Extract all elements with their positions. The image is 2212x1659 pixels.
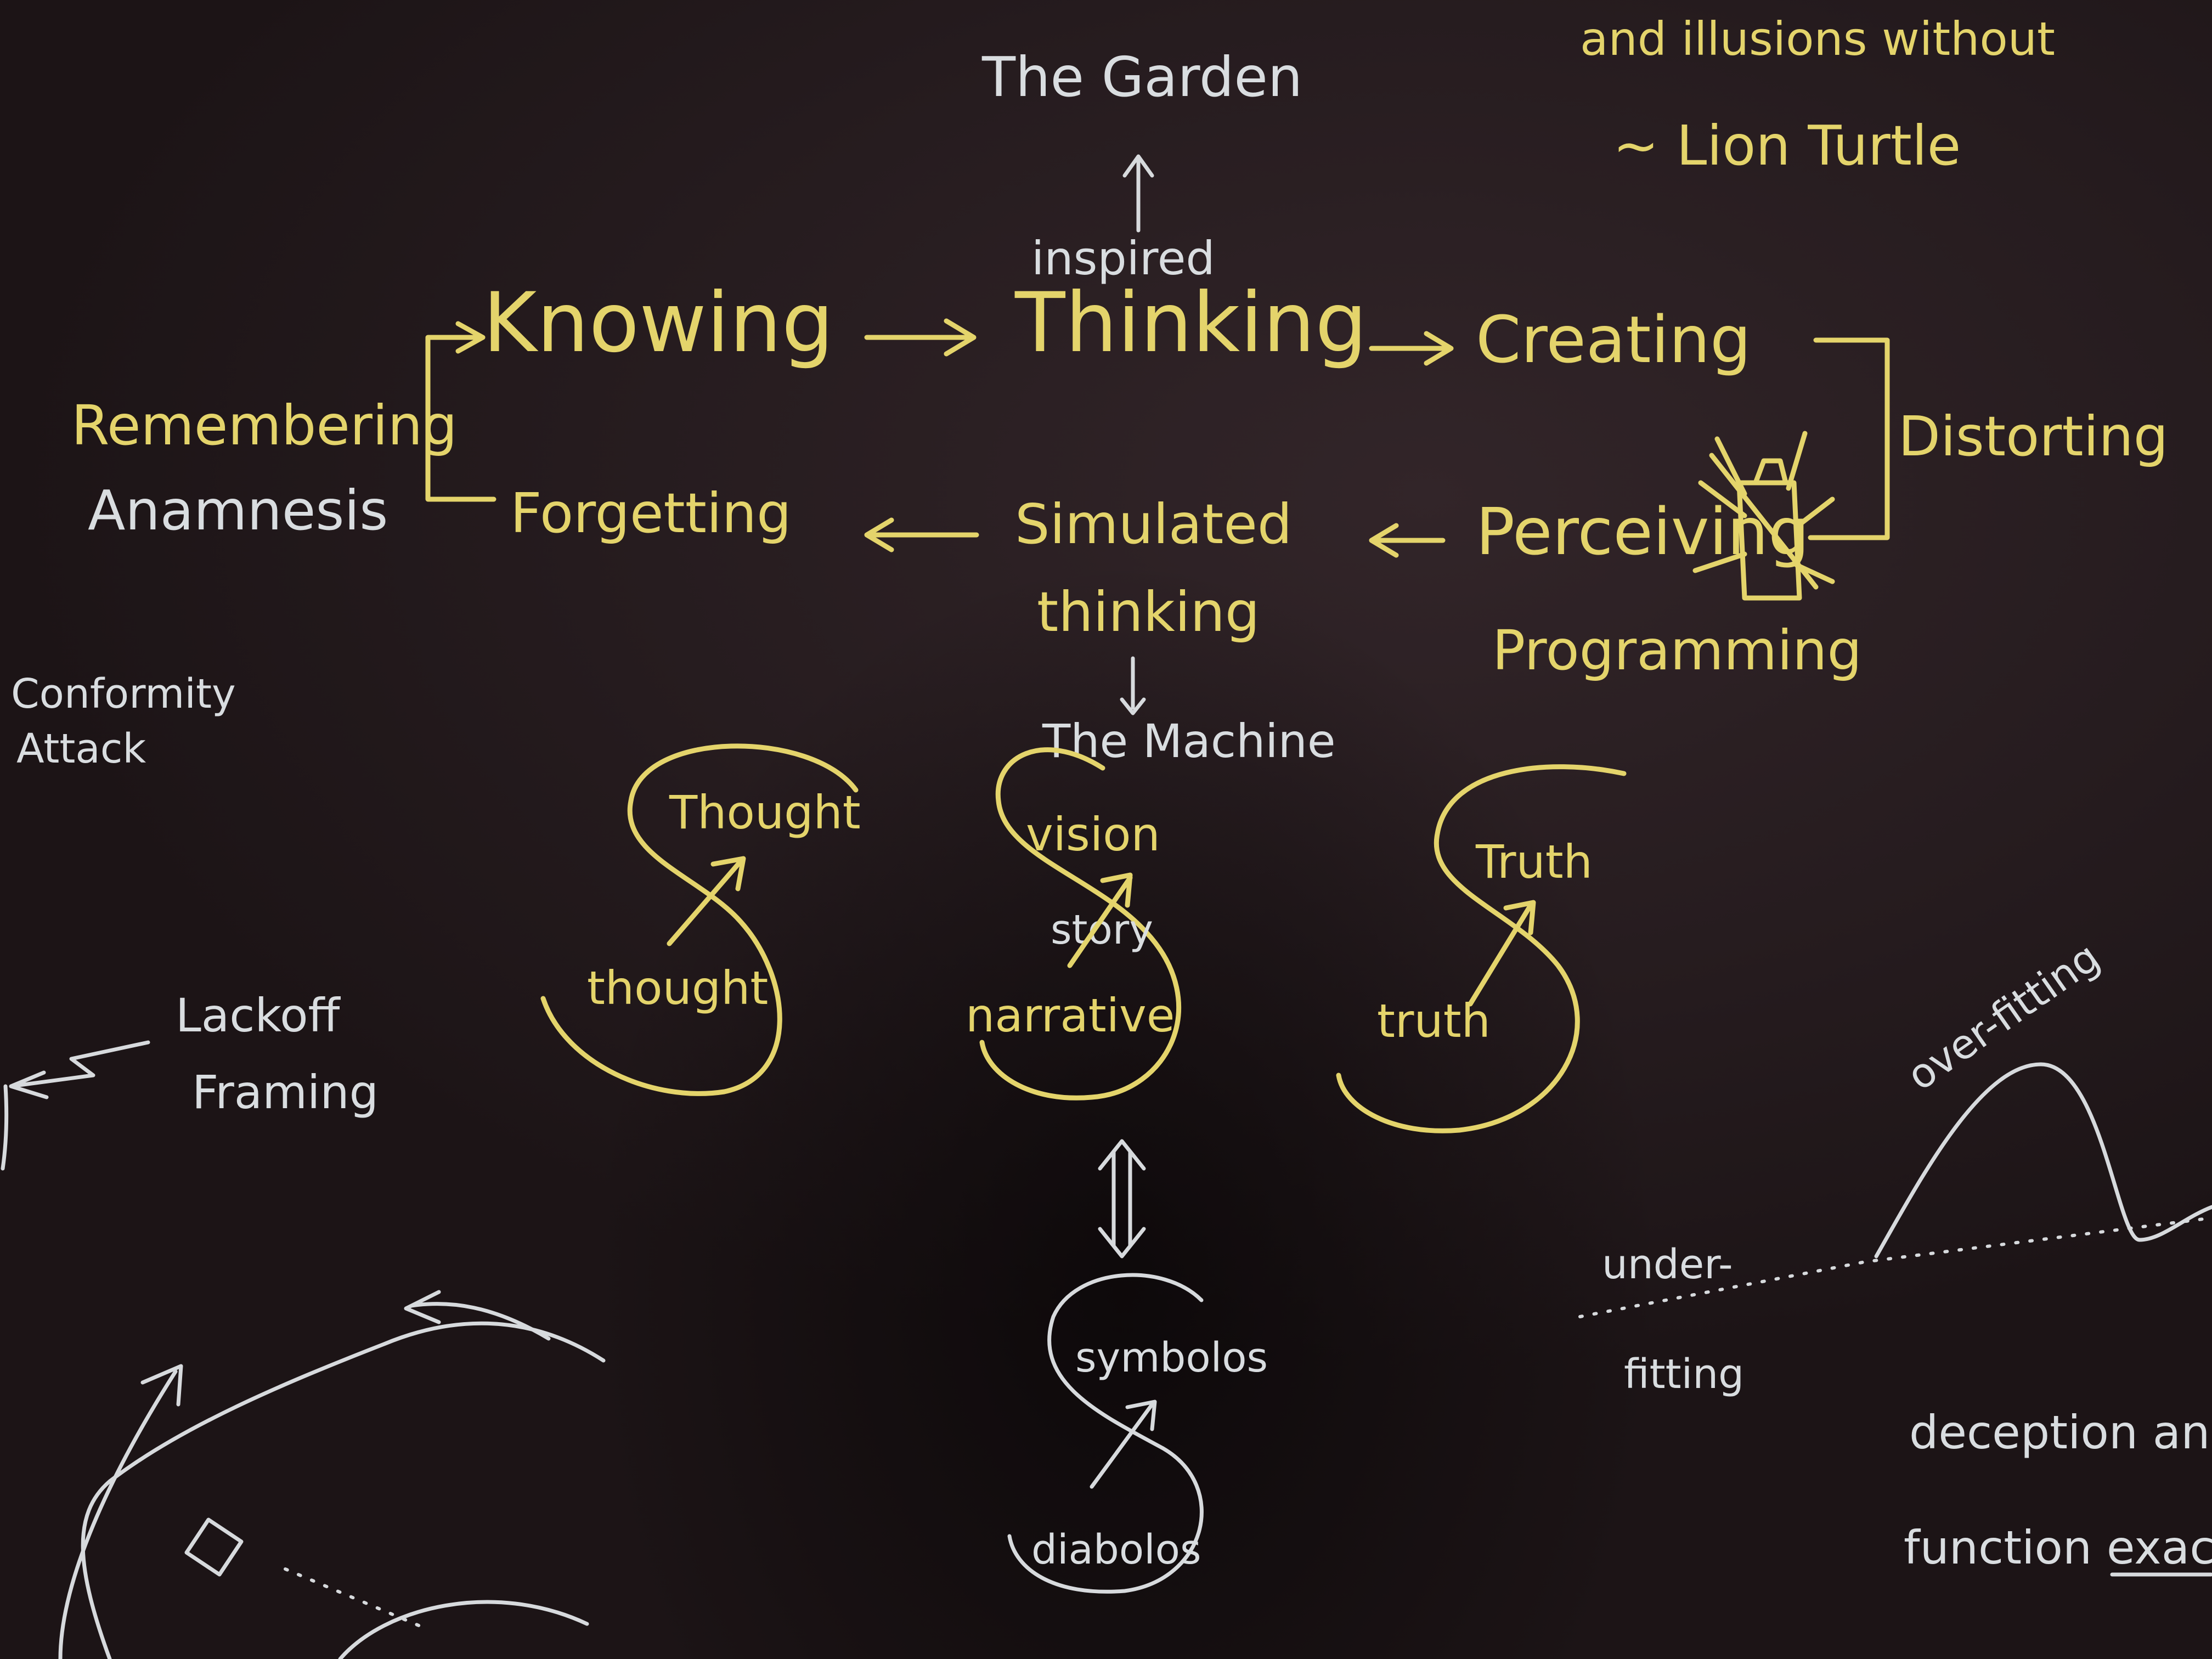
arrow-knowing-thinking-icon [864, 318, 977, 357]
double-arrow-icon [1098, 1139, 1146, 1259]
arrow-perceiving-simulated-icon [1369, 523, 1446, 558]
forgetting-label: Forgetting [510, 481, 792, 545]
arrow-to-garden-icon [1122, 154, 1154, 233]
diabolos-label: diabolos [1031, 1526, 1201, 1573]
remembering-bracket [425, 335, 496, 502]
story-label: story [1051, 906, 1153, 953]
thought-lower-label: thought [587, 961, 768, 1015]
arrow-symbolos-icon [1090, 1400, 1157, 1489]
diamond-icon [184, 1517, 244, 1577]
programming-label: Programming [1492, 618, 1862, 682]
arrow-into-knowing-icon [455, 321, 486, 354]
anamnesis-label: Anamnesis [88, 478, 388, 543]
spiral-thought-icon [540, 743, 859, 1096]
knowing-label: Knowing [483, 275, 834, 371]
function-label: function exact [1904, 1521, 2212, 1575]
bug-icon [1692, 431, 1835, 601]
thought-upper-label: Thought [669, 786, 861, 839]
simulated-label: Simulated [1015, 492, 1292, 556]
distorting-bracket [1808, 337, 1890, 540]
thinking-simulated-label: thinking [1037, 580, 1260, 644]
lackoff-label: Lackoff [176, 989, 341, 1042]
remembering-label: Remembering [71, 393, 458, 458]
overfitting-label: over-fitting [1899, 933, 2108, 1099]
overfitting-curve [1874, 1062, 2212, 1259]
creating-label: Creating [1476, 302, 1751, 377]
left-river-arrow-icon [58, 1364, 183, 1659]
spiral-vision-icon [979, 747, 1182, 1101]
top-river-arrow-icon [404, 1290, 551, 1341]
thinking-label: Thinking [1014, 275, 1367, 371]
river-curve-icon [81, 1321, 606, 1659]
under-label-1: under- [1602, 1241, 1733, 1288]
distorting-label: Distorting [1898, 404, 2168, 469]
the-garden-label: The Garden [981, 45, 1302, 109]
narrative-label: narrative [966, 989, 1175, 1042]
left-edge-curve [1, 1084, 9, 1171]
attack-label: Attack [16, 725, 146, 772]
arrow-thought-icon [667, 856, 746, 946]
arrow-vision-icon [1067, 872, 1133, 968]
arrow-truth-icon [1468, 900, 1536, 1007]
spiral-symbolos-icon [1007, 1273, 1204, 1594]
inspired-label: inspired [1031, 232, 1215, 285]
perceiving-label: Perceiving [1476, 494, 1809, 569]
bottom-curve-icon [338, 1600, 589, 1659]
vision-label: vision [1026, 808, 1160, 861]
deception-label: deception and [1909, 1406, 2212, 1459]
quote-line: and illusions without [1580, 12, 2055, 66]
arrow-to-machine-icon [1120, 656, 1146, 715]
spiral-truth-icon [1336, 764, 1627, 1133]
framing-label: Framing [192, 1065, 379, 1119]
conformity-label: Conformity [11, 670, 236, 718]
dotted-line [284, 1567, 430, 1631]
under-label-2: fitting [1624, 1351, 1744, 1398]
arrow-simulated-forgetting-icon [864, 517, 979, 552]
quote-attribution: ~ Lion Turtle [1613, 114, 1961, 178]
arrow-thinking-creating-icon [1369, 331, 1454, 366]
lightning-arrow-icon [9, 1040, 150, 1099]
truth-upper-label: Truth [1475, 835, 1593, 889]
symbolos-label: symbolos [1075, 1334, 1268, 1381]
